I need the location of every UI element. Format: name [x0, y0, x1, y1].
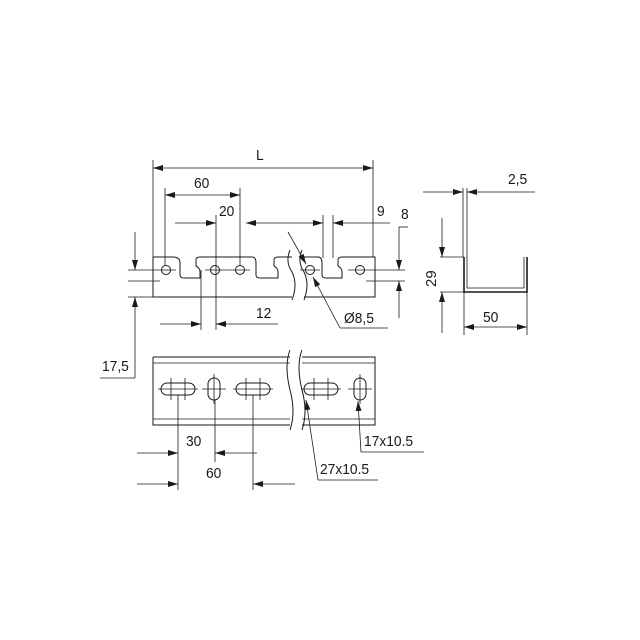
dimension-front-pitch-label: 60	[206, 465, 222, 482]
dimension-height-label: 29	[423, 270, 440, 287]
slot-long-callout: 27x10.5	[320, 461, 370, 478]
dimension-slot-depth-label: 8	[401, 206, 409, 223]
dimension-thickness-label: 2,5	[508, 171, 528, 188]
dimension-half-pitch-label: 30	[186, 433, 202, 450]
profile-view	[423, 188, 535, 335]
dimension-edge-offset-label: 17,5	[102, 358, 129, 375]
top-view	[100, 160, 408, 379]
front-view	[137, 349, 424, 490]
dimension-slot-width-label: 20	[219, 203, 235, 220]
dimension-hole-diameter-label: Ø8,5	[344, 310, 374, 327]
dimension-hole-spacing-label: 12	[256, 305, 272, 322]
dimension-pitch-label: 60	[194, 175, 210, 192]
dimension-length-label: L	[256, 147, 264, 164]
dimension-width-label: 50	[483, 309, 499, 326]
slot-short-callout: 17x10.5	[364, 433, 414, 450]
dimension-end-offset-label: 9	[377, 203, 385, 220]
